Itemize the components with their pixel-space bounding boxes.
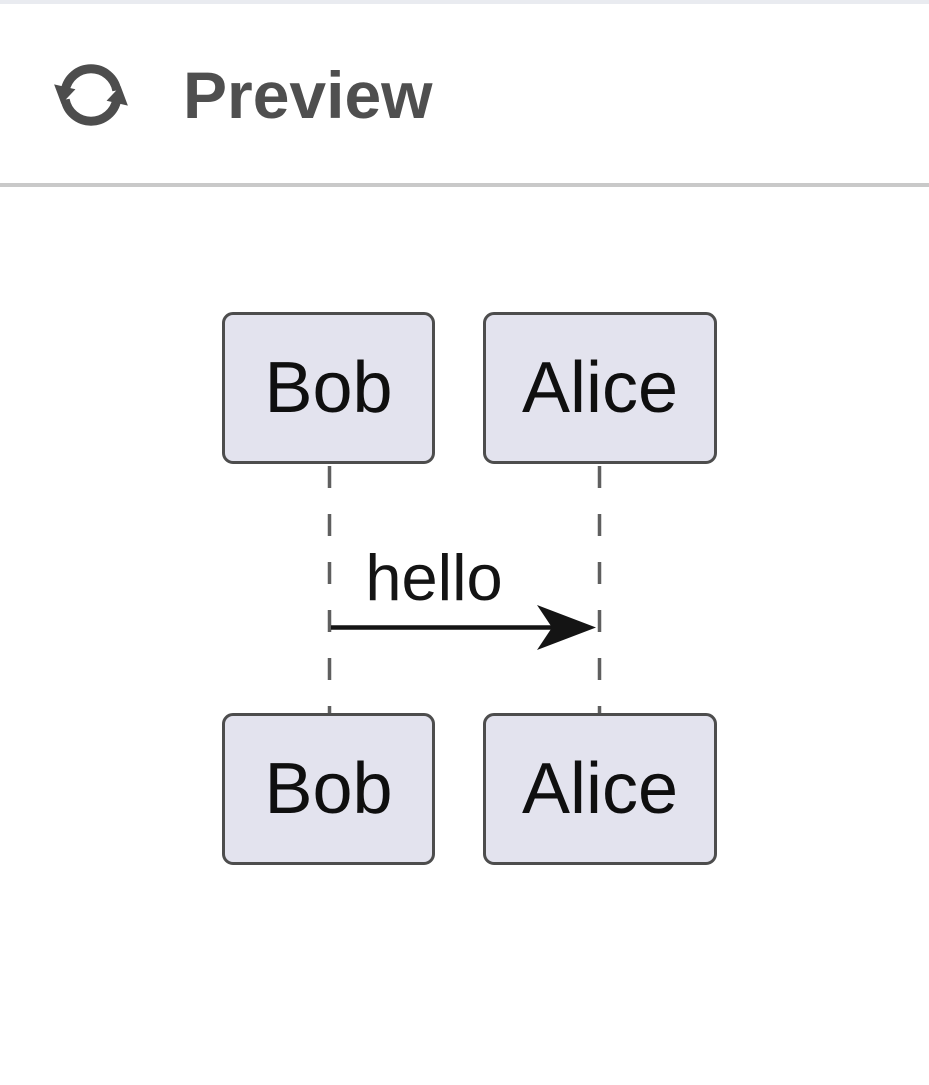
message-arrowhead (537, 605, 596, 650)
refresh-button[interactable] (50, 54, 132, 136)
actor-label: Alice (521, 749, 679, 829)
actor-box-bob-top: Bob (222, 312, 435, 464)
top-accent-bar (0, 0, 929, 4)
panel-title: Preview (183, 58, 433, 132)
actor-box-bob-bottom: Bob (222, 713, 435, 865)
preview-header: Preview (0, 4, 929, 183)
actor-box-alice-bottom: Alice (483, 713, 717, 865)
refresh-icon (54, 64, 128, 126)
message-label: hello (365, 541, 503, 614)
actor-box-alice-top: Alice (483, 312, 717, 464)
header-divider (0, 183, 929, 187)
actor-label: Alice (521, 348, 679, 428)
actor-label: Bob (264, 749, 393, 829)
actor-label: Bob (264, 348, 393, 428)
